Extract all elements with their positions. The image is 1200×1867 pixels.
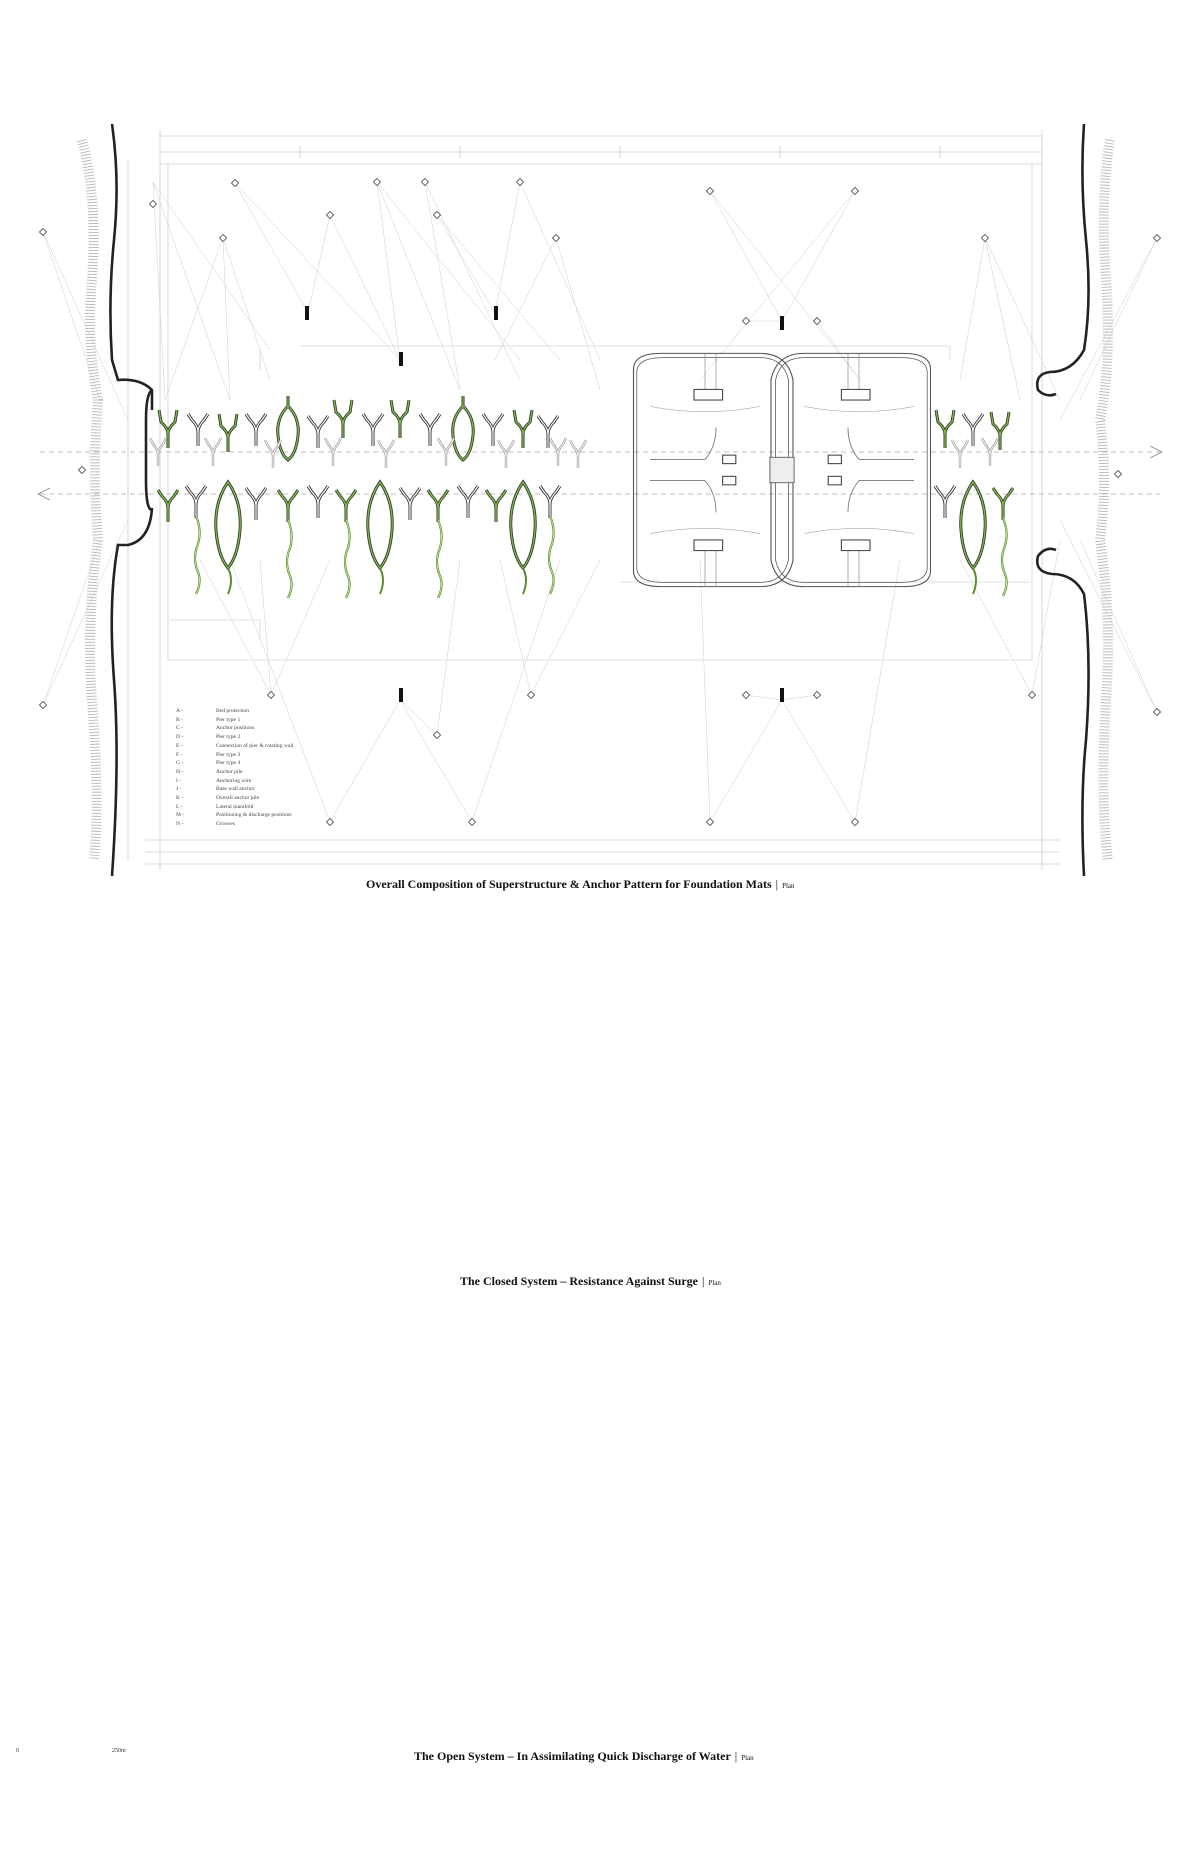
legend-item: G - Pier type 4 <box>176 759 294 768</box>
caption-title: Overall Composition of Superstructure & … <box>366 877 772 891</box>
legend-item: C - Anchor positions <box>176 724 294 733</box>
legend-key: H - <box>176 768 184 775</box>
legend-label: Bed protection <box>216 708 250 714</box>
caption-tag: Plan <box>708 1279 721 1287</box>
legend-item: K - Overall anchor pile <box>176 794 294 803</box>
anchor-piles <box>305 306 784 702</box>
legend-key: J - <box>176 786 182 793</box>
legend-item: D - Pier type 2 <box>176 733 294 742</box>
legend-label: Pier type 2 <box>216 734 241 741</box>
rotating-gate <box>632 352 932 588</box>
plan-overall-composition <box>37 123 1163 877</box>
foundation-mats-right <box>935 410 1013 596</box>
legend-key: G - <box>176 760 184 767</box>
legend-item: L - Lateral manifold <box>176 803 294 812</box>
legend-label: Anchor positions <box>216 725 255 732</box>
legend-item: N - Grooves <box>176 820 294 829</box>
legend-key: C - <box>176 725 183 732</box>
legend: A - Bed protection B - Pier type 1 C - Anchor… <box>176 707 294 829</box>
legend-key: E - <box>176 742 183 749</box>
legend-key: B - <box>176 716 183 723</box>
scale-end-label: 250m <box>112 1748 126 1754</box>
caption-separator: | <box>702 1274 705 1288</box>
legend-item: E - Connection of pier & rotating wall <box>176 742 294 751</box>
legend-item: H - Anchor pile <box>176 768 294 777</box>
legend-label: Pier type 1 <box>216 716 241 723</box>
legend-key: L - <box>176 803 183 810</box>
legend-item: I - Anchoring wire <box>176 777 294 786</box>
caption-tag: Plan <box>741 1754 754 1762</box>
scale-start-label: 0 <box>16 1748 19 1754</box>
caption-title: The Closed System – Resistance Against S… <box>460 1274 699 1288</box>
scale-labels: 0 250m <box>16 1748 126 1754</box>
legend-label: Connection of pier & rotating wall <box>216 742 294 749</box>
legend-label: Pier type 3 <box>216 751 241 758</box>
river-banks <box>77 123 1115 877</box>
legend-label: Anchor pile <box>216 768 243 775</box>
legend-label: Positioning & discharge positions <box>216 812 292 819</box>
legend-key: D - <box>176 734 184 741</box>
legend-item: B - Pier type 1 <box>176 716 294 725</box>
legend-key: M - <box>176 812 185 819</box>
legend-label: Pier type 4 <box>216 760 241 767</box>
legend-item: M - Positioning & discharge positions <box>176 811 294 820</box>
caption-overall-composition: Overall Composition of Superstructure & … <box>366 877 795 892</box>
caption-title: The Open System – In Assimilating Quick … <box>414 1749 731 1763</box>
legend-label: Grooves <box>216 821 235 828</box>
legend-item: J - Base wall anchor <box>176 785 294 794</box>
legend-label: Anchoring wire <box>216 777 252 784</box>
legend-item: A - Bed protection <box>176 707 294 716</box>
caption-separator: | <box>775 877 779 891</box>
legend-label: Base wall anchor <box>216 786 255 793</box>
legend-key: F - <box>176 751 183 758</box>
legend-key: N - <box>176 821 184 828</box>
legend-label: Overall anchor pile <box>216 795 260 802</box>
legend-key: A - <box>176 708 183 714</box>
caption-closed-system: The Closed System – Resistance Against S… <box>460 1274 721 1289</box>
foundation-mats-left <box>150 396 588 598</box>
legend-label: Lateral manifold <box>216 803 254 810</box>
legend-key: K - <box>176 795 184 802</box>
legend-key: I - <box>176 777 182 784</box>
legend-item: F - Pier type 3 <box>176 751 294 760</box>
caption-tag: Plan <box>782 882 795 890</box>
caption-separator: | <box>734 1749 738 1763</box>
caption-open-system: The Open System – In Assimilating Quick … <box>414 1749 754 1764</box>
